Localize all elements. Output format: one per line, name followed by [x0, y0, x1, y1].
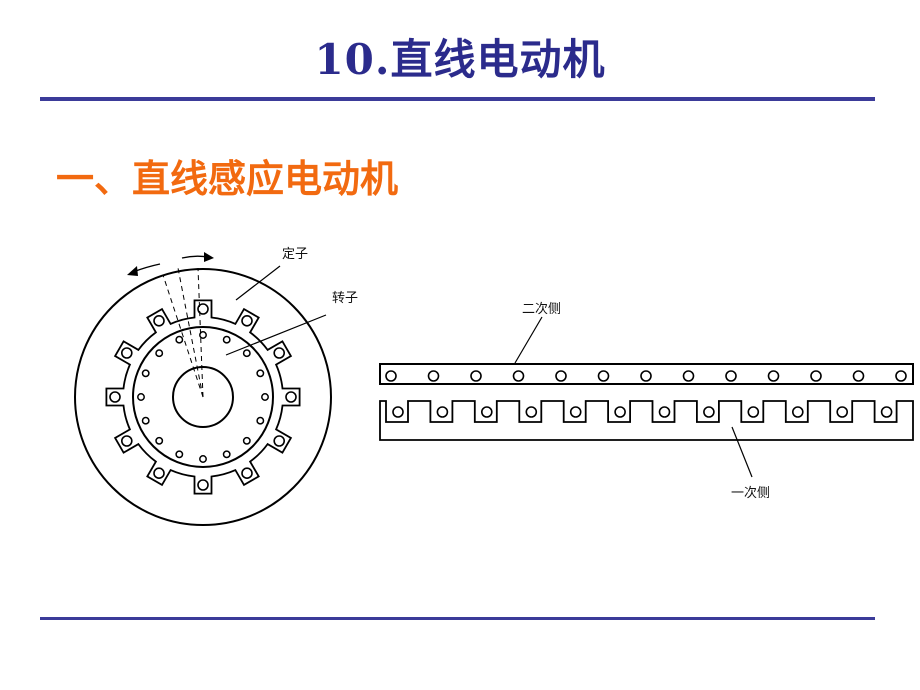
- secondary-label: 二次侧: [522, 301, 561, 317]
- rotor-conductor-circle: [222, 450, 231, 459]
- rotor-label: 转子: [332, 291, 358, 306]
- rotor-conductor-circle: [141, 416, 150, 425]
- rotor-conductor-circle: [256, 369, 265, 378]
- stator-conductor-circle: [121, 347, 133, 359]
- secondary-conductor-circle: [470, 370, 482, 382]
- secondary-conductor-circle: [555, 370, 567, 382]
- primary-conductor-circle: [525, 406, 538, 418]
- linear-motor-illustration: [379, 316, 914, 478]
- stator-inner-slotted-boundary: [105, 299, 301, 495]
- rotor-conductor-circle: [155, 349, 164, 358]
- secondary-conductor-circle: [597, 370, 610, 382]
- primary-conductor-circle: [614, 406, 626, 418]
- secondary-conductor-circle: [895, 370, 907, 382]
- primary-slot-conductors: [392, 406, 893, 418]
- rotation-ref-line-right: [197, 267, 204, 398]
- rotor-conductor-circle: [199, 331, 207, 339]
- stator-conductor-circle: [197, 303, 209, 315]
- rotation-ref-line-mid: [177, 267, 204, 398]
- secondary-conductor-circle: [852, 370, 865, 382]
- stator-conductor-circle: [241, 467, 253, 480]
- secondary-leader-line: [514, 316, 543, 364]
- stator-conductor-circle: [153, 314, 165, 327]
- rotor-leader-line: [225, 314, 327, 356]
- secondary-conductor-circle: [385, 370, 397, 382]
- primary-label: 一次侧: [731, 485, 770, 501]
- stator-conductor-circle: [153, 467, 165, 480]
- rotation-ref-line-left: [162, 274, 204, 398]
- secondary-conductor-circle: [725, 370, 737, 382]
- primary-slotted-core: [379, 400, 914, 441]
- stator-leader-line: [235, 265, 281, 301]
- rotor-conductor-circle: [199, 455, 207, 463]
- primary-conductor-circle: [658, 406, 671, 418]
- primary-conductor-circle: [747, 406, 760, 418]
- stator-outer-circle: [74, 268, 332, 526]
- section-heading: 一、直线感应电动机: [56, 157, 399, 201]
- stator-conductor-circle: [273, 435, 286, 447]
- rotor-conductor-circle: [222, 335, 231, 344]
- secondary-conductor-circle: [682, 370, 695, 382]
- rotor-conductor-circle: [242, 349, 251, 358]
- primary-conductor-circle: [791, 406, 804, 418]
- stator-conductor-circle: [197, 479, 209, 491]
- primary-conductor-circle: [436, 406, 449, 418]
- stator-conductor-circle: [121, 435, 133, 447]
- primary-conductor-circle: [836, 406, 849, 418]
- secondary-conductors: [385, 370, 907, 382]
- stator-label: 定子: [282, 247, 308, 262]
- rotor-conductor-circle: [155, 436, 164, 445]
- secondary-plate: [379, 363, 914, 385]
- rotor-conductors: [137, 331, 269, 463]
- primary-conductor-circle: [703, 406, 715, 418]
- rotor-conductor-circle: [256, 416, 265, 425]
- rotor-outer-circle: [132, 326, 274, 468]
- footer-divider: [40, 617, 875, 620]
- shaft-circle: [172, 366, 234, 428]
- primary-conductor-circle: [392, 406, 404, 418]
- rotation-arrowhead-right: [204, 252, 214, 262]
- rotor-conductor-circle: [137, 393, 145, 401]
- secondary-conductor-circle: [512, 370, 525, 382]
- stator-conductor-circle: [285, 391, 297, 403]
- secondary-conductor-circle: [810, 370, 822, 382]
- rotor-conductor-circle: [141, 369, 150, 378]
- secondary-conductor-circle: [427, 370, 440, 382]
- rotation-arrowhead-left: [127, 266, 138, 276]
- rotary-motor-illustration: [74, 252, 332, 526]
- stator-slot-conductors: [109, 303, 297, 491]
- rotor-conductor-circle: [175, 450, 184, 459]
- primary-conductor-circle: [569, 406, 582, 418]
- page-title: 10.直线电动机: [314, 35, 606, 84]
- primary-conductor-circle: [880, 406, 893, 418]
- rotor-conductor-circle: [242, 436, 251, 445]
- stator-conductor-circle: [273, 347, 286, 359]
- stator-conductor-circle: [241, 314, 253, 327]
- secondary-conductor-circle: [640, 370, 652, 382]
- primary-leader-line: [731, 426, 753, 478]
- stator-conductor-circle: [109, 391, 121, 403]
- rotor-conductor-circle: [175, 335, 184, 344]
- secondary-conductor-circle: [767, 370, 780, 382]
- title-divider: [40, 97, 875, 101]
- rotor-conductor-circle: [261, 393, 269, 401]
- primary-conductor-circle: [480, 406, 493, 418]
